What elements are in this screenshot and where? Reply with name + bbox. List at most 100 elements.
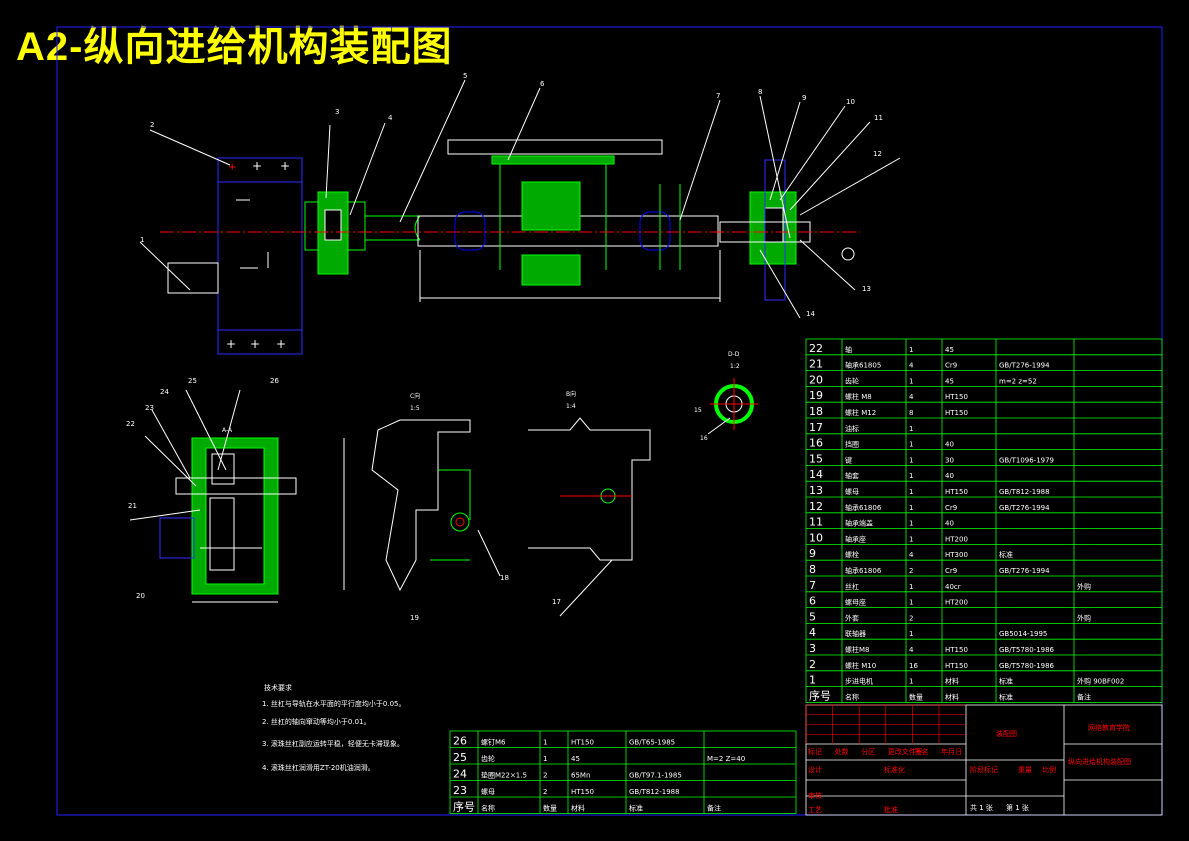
- parts-cell-material: 30: [945, 456, 954, 464]
- parts-cell-name: 轴承端盖: [845, 519, 873, 528]
- parts2-cell-qty: 2: [543, 788, 547, 796]
- parts-cell-material: 材料: [945, 677, 959, 686]
- callout-14: 14: [806, 310, 815, 318]
- parts-cell-name: 轴承61805: [845, 361, 881, 370]
- parts-cell-material: 材料: [945, 692, 959, 701]
- parts-cell-name: 挡圈: [845, 440, 859, 449]
- nut-seat: [521, 181, 581, 231]
- title-approve: 批准: [884, 805, 898, 814]
- parts-cell-qty: 1: [909, 456, 913, 464]
- parts-cell-no: 3: [809, 642, 816, 655]
- parts2-cell-material: 65Mn: [571, 772, 590, 780]
- section-aa-label: A-A: [222, 427, 233, 434]
- parts2-cell-name: 垫圈M22×1.5: [481, 771, 527, 780]
- parts-cell-material: HT150: [945, 393, 968, 401]
- parts2-cell-no: 25: [453, 751, 467, 764]
- parts-cell-qty: 1: [909, 583, 913, 591]
- parts-cell-no: 14: [809, 468, 823, 481]
- parts-cell-no: 13: [809, 484, 823, 497]
- parts-cell-material: HT200: [945, 599, 968, 607]
- parts-cell-material: HT150: [945, 488, 968, 496]
- callout-5: 5: [463, 72, 467, 80]
- detail-c-view: [371, 419, 501, 592]
- title-drawing-name: 装配图: [996, 729, 1017, 738]
- parts-cell-no: 22: [809, 342, 823, 355]
- callout-22: 22: [126, 420, 135, 428]
- parts-cell-name: 螺母: [845, 487, 859, 496]
- parts-cell-remark: 备注: [1077, 692, 1091, 701]
- work-table: [447, 139, 663, 155]
- callout-20: 20: [136, 592, 145, 600]
- svg-text:+: +: [250, 337, 260, 351]
- title-design: 设计: [808, 765, 822, 774]
- parts-cell-name: 螺柱 M10: [845, 661, 876, 670]
- parts-cell-qty: 数量: [909, 692, 923, 701]
- parts-cell-name: 外套: [845, 613, 859, 622]
- rev-header: 签名: [914, 747, 928, 756]
- rev-header: 处数: [835, 747, 849, 756]
- parts2-cell-qty: 数量: [543, 804, 557, 813]
- callout-16: 16: [700, 435, 708, 442]
- parts-cell-material: HT300: [945, 551, 968, 559]
- parts-cell-qty: 4: [909, 362, 914, 370]
- svg-text:+: +: [226, 337, 236, 351]
- parts-cell-remark: 外购 90BF002: [1077, 677, 1124, 686]
- parts-cell-name: 键: [845, 455, 852, 464]
- rev-header: 年月日: [941, 747, 962, 756]
- callout-13: 13: [862, 285, 871, 293]
- parts-cell-name: 轴: [845, 345, 852, 354]
- title-sheets-total: 共 1 张: [970, 803, 993, 812]
- parts-cell-material: 45: [945, 346, 954, 354]
- parts2-cell-qty: 2: [543, 772, 547, 780]
- title-standardize: 标准化: [884, 765, 905, 774]
- parts-cell-name: 联轴器: [845, 629, 866, 638]
- parts-cell-material: 40: [945, 472, 954, 480]
- parts-cell-no: 6: [809, 595, 816, 608]
- callout-23: 23: [145, 404, 154, 412]
- parts-cell-material: HT150: [945, 662, 968, 670]
- callout-24: 24: [160, 388, 169, 396]
- parts-cell-qty: 1: [909, 520, 913, 528]
- parts-cell-no: 18: [809, 405, 823, 418]
- title-scale: 比例: [1042, 765, 1056, 774]
- parts-cell-material: 40: [945, 520, 954, 528]
- parts-cell-name: 轴套: [845, 471, 859, 480]
- parts-cell-material: HT150: [945, 646, 968, 654]
- parts-cell-material: Cr9: [945, 504, 957, 512]
- parts-cell-standard: GB5014-1995: [999, 630, 1047, 638]
- parts-cell-qty: 4: [909, 646, 914, 654]
- parts-cell-material: 45: [945, 377, 954, 385]
- section-dd-view: [707, 378, 758, 435]
- parts-cell-standard: GB/T276-1994: [999, 362, 1050, 370]
- parts-cell-no: 20: [809, 373, 823, 386]
- rev-header: 标记: [808, 747, 822, 756]
- parts-cell-qty: 8: [909, 409, 913, 417]
- parts2-cell-standard: 标准: [629, 804, 643, 813]
- parts-cell-qty: 1: [909, 441, 913, 449]
- parts2-cell-remark: 备注: [707, 804, 721, 813]
- parts2-cell-name: 螺母: [481, 787, 495, 796]
- parts-cell-name: 螺柱 M8: [845, 392, 872, 401]
- tech-note-2: 2. 丝杠的轴向窜动等均小于0.01。: [262, 717, 371, 726]
- parts-cell-no: 15: [809, 452, 823, 465]
- parts2-cell-material: HT150: [571, 739, 594, 747]
- parts-cell-qty: 1: [909, 630, 913, 638]
- title-check: 审核: [808, 791, 822, 800]
- parts-cell-standard: m=2 z=52: [999, 377, 1037, 385]
- callout-19: 19: [410, 614, 419, 622]
- parts2-cell-standard: GB/T812-1988: [629, 788, 680, 796]
- parts2-cell-material: 45: [571, 755, 580, 763]
- parts-cell-standard: GB/T276-1994: [999, 504, 1050, 512]
- parts-cell-qty: 1: [909, 472, 913, 480]
- parts2-cell-no: 序号: [453, 800, 475, 814]
- revision-grid: 标记处数分区更改文件号签名年月日: [805, 704, 966, 756]
- parts-cell-name: 轴承61806: [845, 566, 882, 575]
- parts2-cell-qty: 1: [543, 755, 547, 763]
- parts-cell-standard: GB/T5780-1986: [999, 662, 1055, 670]
- callout-26: 26: [270, 377, 279, 385]
- callout-3: 3: [335, 108, 339, 116]
- svg-text:+: +: [228, 162, 236, 173]
- parts-cell-name: 螺栓: [845, 550, 859, 559]
- rev-header: 分区: [861, 747, 875, 756]
